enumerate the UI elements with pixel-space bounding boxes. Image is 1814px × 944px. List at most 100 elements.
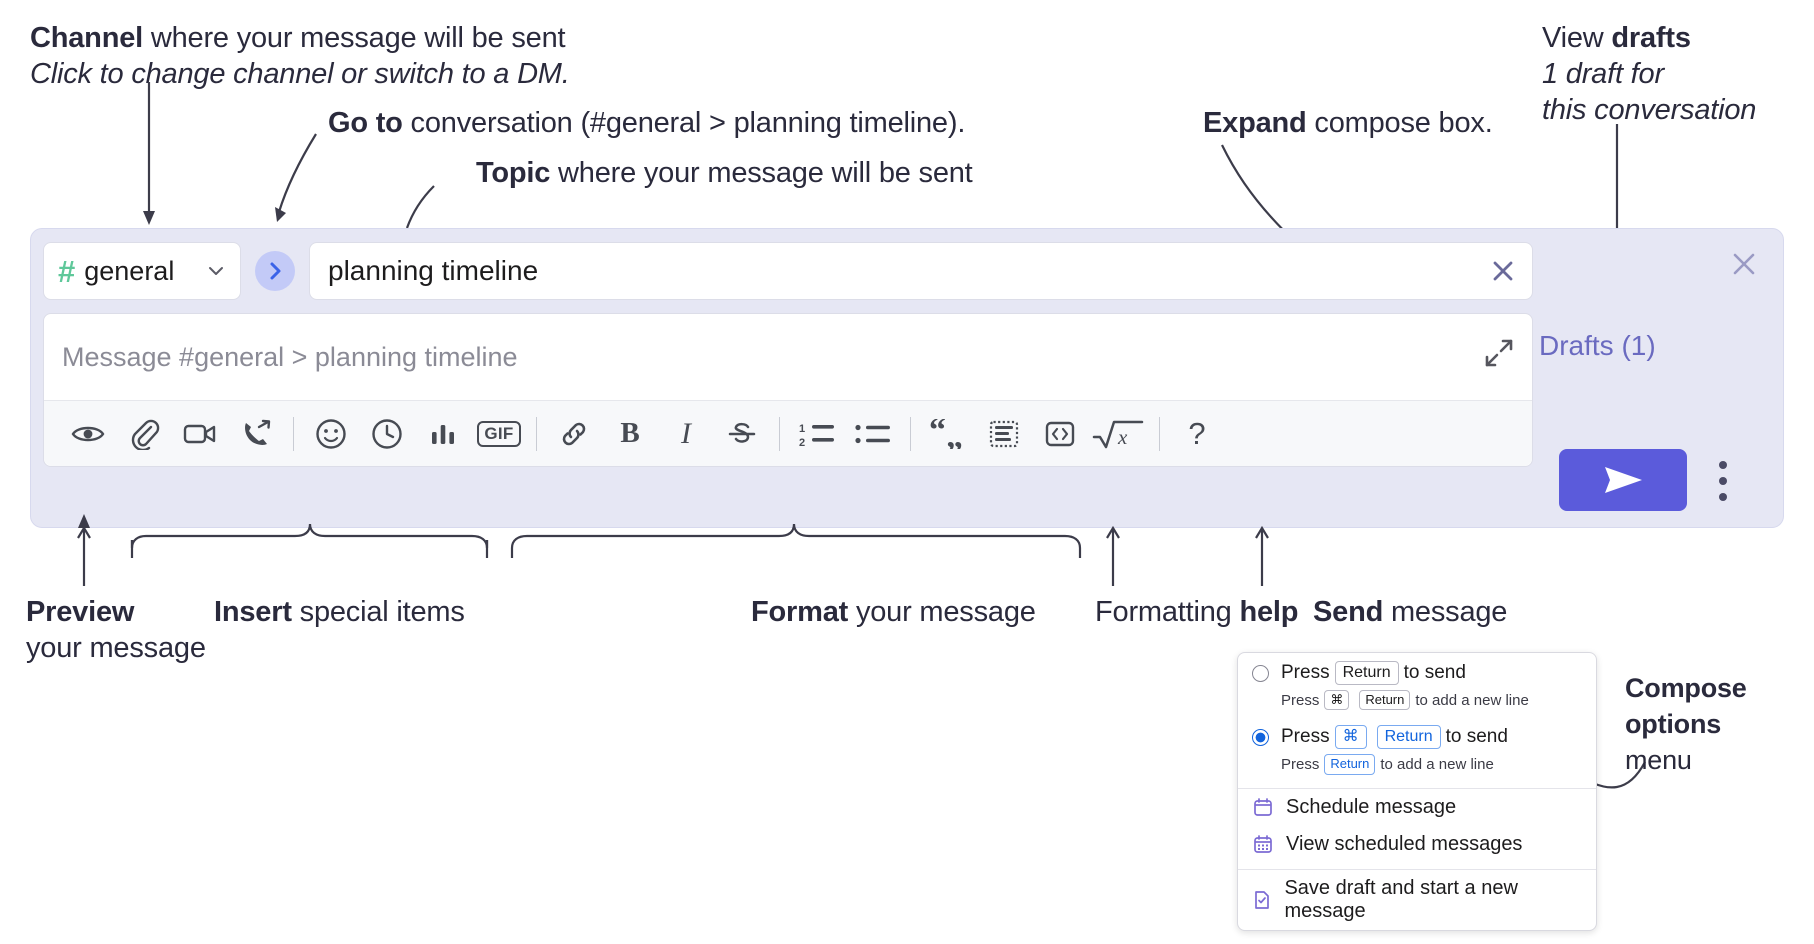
- svg-text:x: x: [1117, 425, 1128, 449]
- menu-divider: [1238, 868, 1596, 870]
- annotation-topic-bold: Topic: [476, 157, 551, 189]
- emoji-icon[interactable]: [303, 410, 359, 458]
- menu-item-label: Schedule message: [1286, 795, 1457, 818]
- annotation-goto-bold: Go to: [328, 107, 403, 139]
- svg-text:2: 2: [799, 437, 805, 449]
- annotation-drafts-sub1-text: 1 draft for: [1542, 58, 1664, 90]
- poll-icon[interactable]: [415, 410, 471, 458]
- message-placeholder: Message #general > planning timeline: [62, 341, 518, 372]
- clock-icon[interactable]: [359, 410, 415, 458]
- phone-forward-icon[interactable]: [228, 410, 284, 458]
- gif-label: GIF: [477, 420, 521, 447]
- annotation-expand-bold: Expand: [1203, 107, 1307, 139]
- document-check-icon: [1252, 890, 1272, 910]
- send-button[interactable]: [1559, 449, 1687, 511]
- italic-icon[interactable]: I: [658, 410, 714, 458]
- calendar-icon: [1252, 797, 1274, 817]
- menu-item-schedule-message[interactable]: Schedule message: [1238, 789, 1596, 826]
- help-icon[interactable]: ?: [1169, 410, 1225, 458]
- option2-key-return: Return: [1376, 725, 1441, 750]
- gif-icon[interactable]: GIF: [471, 410, 527, 458]
- compose-header-row: # general planning timeline: [43, 241, 1533, 301]
- toolbar-divider: [293, 416, 294, 451]
- bold-label: B: [620, 417, 640, 449]
- annotation-drafts-pre: View: [1542, 22, 1612, 54]
- menu-option-return-to-send[interactable]: Press Return to send Press ⌘ Return to a…: [1238, 653, 1596, 717]
- svg-text:“: “: [929, 419, 946, 449]
- toolbar-divider: [910, 416, 911, 451]
- code-icon[interactable]: [1032, 410, 1088, 458]
- paperclip-icon[interactable]: [116, 410, 172, 458]
- bullet-list-icon[interactable]: [845, 410, 901, 458]
- link-icon[interactable]: [546, 410, 602, 458]
- code-block-icon[interactable]: [976, 410, 1032, 458]
- menu-item-label: View scheduled messages: [1286, 832, 1523, 855]
- annotation-format: Format your message: [751, 594, 1036, 631]
- svg-text:„: „: [946, 419, 963, 449]
- menu-item-label: Save draft and start a new message: [1284, 876, 1518, 922]
- eye-icon[interactable]: [60, 410, 116, 458]
- option1-tail: to send: [1403, 662, 1466, 683]
- radio-return-to-send[interactable]: [1252, 664, 1269, 682]
- italic-label: I: [681, 416, 691, 450]
- go-to-conversation-button[interactable]: [255, 251, 295, 291]
- annotation-send-bold: Send: [1313, 596, 1384, 628]
- kebab-dot: [1719, 461, 1727, 469]
- option1-sub-tail: to add a new line: [1415, 691, 1529, 709]
- expand-icon[interactable]: [1484, 338, 1514, 368]
- calendar-grid-icon: [1252, 834, 1274, 854]
- compose-options-menu: Press Return to send Press ⌘ Return to a…: [1237, 652, 1597, 931]
- bold-icon[interactable]: B: [602, 410, 658, 458]
- toolbar-divider: [536, 416, 537, 451]
- annotation-channel-sub: Click to change channel or switch to a D…: [30, 56, 570, 93]
- message-box: Message #general > planning timeline: [43, 313, 1533, 467]
- toolbar-divider: [779, 416, 780, 451]
- annotation-preview-sub: your message: [26, 630, 206, 667]
- close-icon[interactable]: [1727, 247, 1761, 281]
- annotation-drafts: View drafts: [1542, 20, 1691, 57]
- annotation-topic-rest: where your message will be sent: [550, 157, 973, 189]
- annotation-send-rest: message: [1383, 596, 1508, 628]
- annotation-insert-bold: Insert: [214, 596, 292, 628]
- annotation-drafts-bold: drafts: [1611, 22, 1691, 54]
- menu-option-cmd-return-to-send[interactable]: Press ⌘ Return to send Press Return to a…: [1238, 717, 1596, 781]
- chevron-down-icon: [206, 261, 226, 281]
- annotation-preview: Preview: [26, 594, 134, 631]
- topic-value: planning timeline: [328, 255, 539, 286]
- option1-sub-key-cmd: ⌘: [1324, 690, 1350, 711]
- annotation-topic: Topic where your message will be sent: [476, 155, 973, 192]
- video-icon[interactable]: [172, 410, 228, 458]
- help-label: ?: [1188, 415, 1206, 451]
- drafts-link[interactable]: Drafts (1): [1539, 330, 1656, 361]
- option1-key-return: Return: [1334, 661, 1399, 685]
- annotation-format-bold: Format: [751, 596, 849, 628]
- option1-sub-press: Press: [1281, 691, 1320, 709]
- blockquote-icon[interactable]: “„: [920, 410, 976, 458]
- kebab-dot: [1719, 477, 1727, 485]
- option2-key-cmd: ⌘: [1334, 725, 1367, 750]
- compose-options-menu-button[interactable]: [1718, 461, 1728, 501]
- option1-sub-key-return: Return: [1359, 690, 1411, 711]
- annotation-compose-options: Compose options menu: [1625, 670, 1747, 778]
- channel-selector-button[interactable]: # general: [43, 242, 241, 300]
- annotation-channel: Channel where your message will be sent: [30, 20, 566, 57]
- annotation-expand: Expand compose box.: [1203, 105, 1493, 142]
- topic-input[interactable]: planning timeline: [309, 242, 1533, 300]
- annotation-preview-bold: Preview: [26, 596, 135, 628]
- annotation-drafts-sub1: 1 draft for: [1542, 56, 1664, 93]
- strikethrough-icon[interactable]: [714, 410, 770, 458]
- clear-topic-icon[interactable]: [1488, 256, 1518, 286]
- annotation-send: Send message: [1313, 594, 1507, 631]
- radio-cmd-return-to-send[interactable]: [1252, 728, 1269, 746]
- menu-item-save-draft[interactable]: Save draft and start a new message: [1238, 870, 1596, 930]
- option2-sub-tail: to add a new line: [1380, 755, 1494, 773]
- annotation-help-pre: Formatting: [1095, 596, 1240, 628]
- annotation-drafts-sub2-text: this conversation: [1542, 94, 1757, 126]
- math-icon[interactable]: x: [1088, 410, 1150, 458]
- menu-item-view-scheduled-messages[interactable]: View scheduled messages: [1238, 826, 1596, 863]
- annotation-compose-options-bold2: options: [1625, 709, 1722, 739]
- annotation-insert: Insert special items: [214, 594, 465, 631]
- message-input[interactable]: Message #general > planning timeline: [44, 314, 1532, 400]
